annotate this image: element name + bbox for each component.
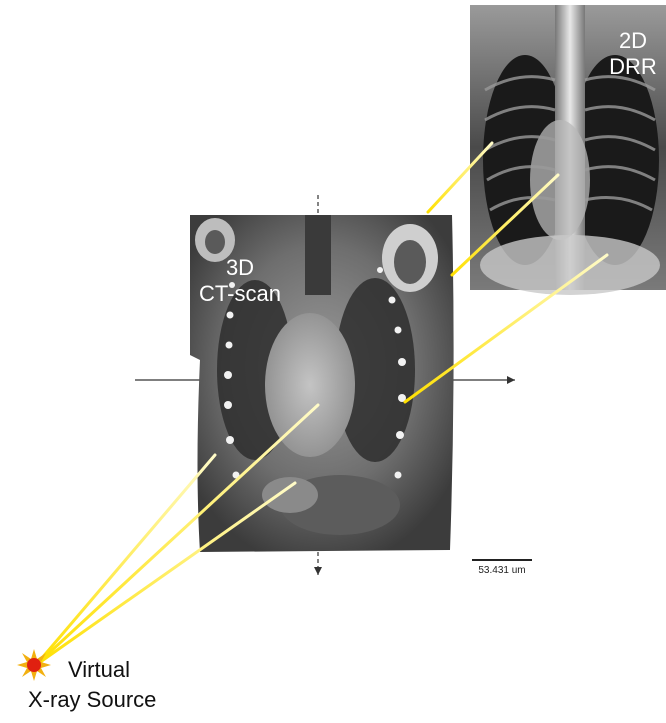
scale-bar-label: 53.431 um [470,565,534,576]
drr-label-line2: DRR [600,54,666,80]
source-label-line1: Virtual [28,655,208,685]
ray-3 [36,483,295,665]
drr-label-line1: 2D [600,28,666,54]
source-label-line2: X-ray Source [28,685,208,715]
drr-label: 2D DRR [600,28,666,80]
ct-label-line2: CT-scan [190,281,290,307]
ct-scan-label: 3D CT-scan [190,255,290,307]
ray-1 [36,455,215,665]
ct-label-line1: 3D [190,255,290,281]
xray-source-label: Virtual X-ray Source [28,655,208,715]
